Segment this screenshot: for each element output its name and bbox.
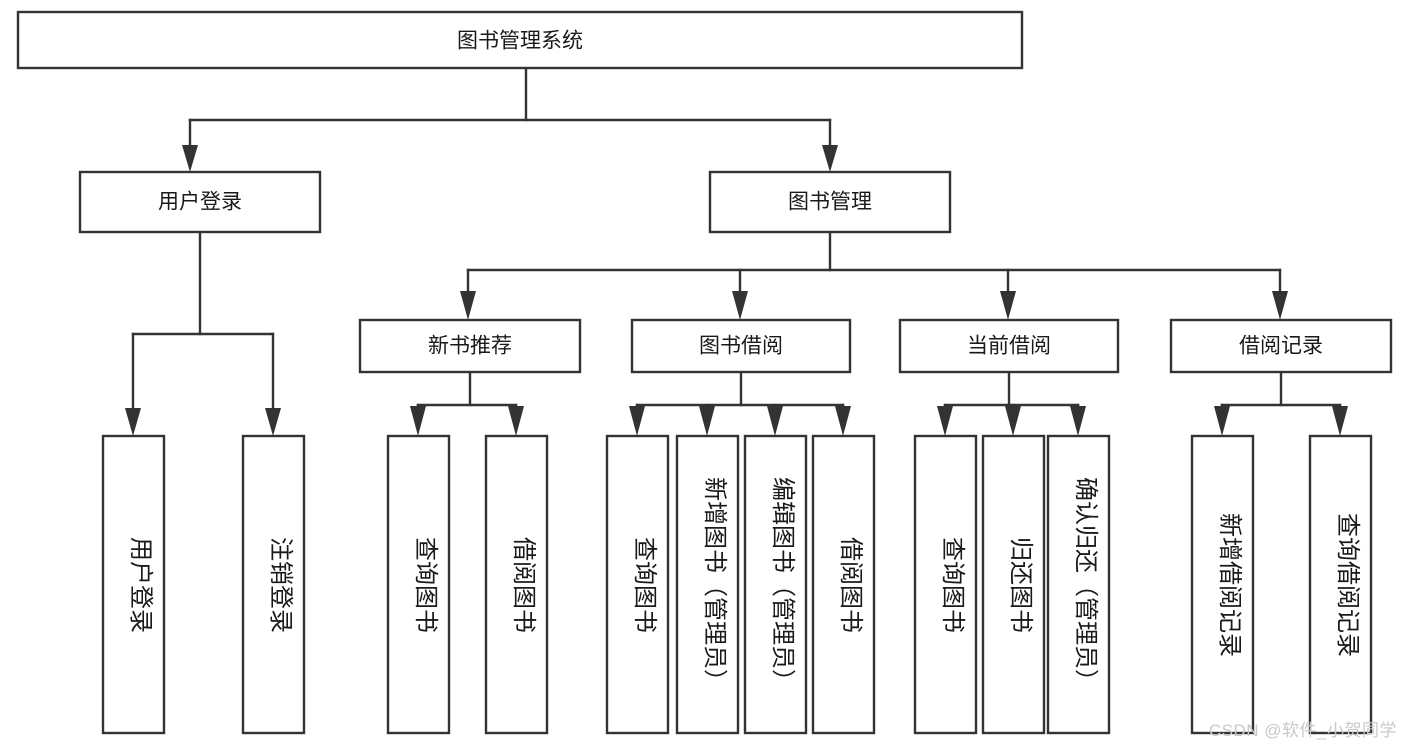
leaf-record-query-label: 查询借阅记录: [1334, 513, 1361, 657]
node-user-login-label: 用户登录: [158, 191, 242, 214]
leaf-node[interactable]: 确认归还（管理员）: [1046, 434, 1111, 735]
node-borrow-record[interactable]: 借阅记录: [1169, 318, 1393, 374]
arrow-current-borrow-l3: [1070, 406, 1086, 436]
leaf-book-borrow-action-label: 借阅图书: [837, 537, 864, 633]
csdn-watermark: CSDN @软件_小贺同学: [1208, 721, 1397, 740]
arrow-borrow-record-l1: [1214, 406, 1230, 436]
leaf-book-borrow-action-box[interactable]: [811, 434, 876, 735]
leaf-book-add-label: 新增图书（管理员）: [701, 477, 728, 693]
arrow-book-borrow-l3: [767, 406, 783, 436]
node-borrow-record-label: 借阅记录: [1239, 335, 1323, 358]
node-book-borrow-box[interactable]: [630, 318, 852, 374]
node-root-box[interactable]: [16, 10, 1024, 70]
leaf-current-return-label: 归还图书: [1007, 537, 1034, 633]
node-new-book-recommend-box[interactable]: [358, 318, 582, 374]
leaf-node[interactable]: 查询图书: [913, 434, 978, 735]
leaf-user-login-box[interactable]: [101, 434, 166, 735]
connector-group-current-borrow: [937, 370, 1086, 436]
leaf-node[interactable]: 新增图书（管理员）: [675, 434, 740, 735]
leaf-node[interactable]: 查询图书: [386, 434, 451, 735]
leaf-record-add-box[interactable]: [1190, 434, 1255, 735]
node-current-borrow[interactable]: 当前借阅: [898, 318, 1120, 374]
node-borrow-record-box[interactable]: [1169, 318, 1393, 374]
leaf-book-edit-box[interactable]: [743, 434, 808, 735]
node-root[interactable]: 图书管理系统: [16, 10, 1024, 70]
node-book-management[interactable]: 图书管理: [708, 170, 952, 234]
leaf-node[interactable]: 借阅图书: [484, 434, 549, 735]
leaf-current-query-box[interactable]: [913, 434, 978, 735]
leaf-book-add-box[interactable]: [675, 434, 740, 735]
leaf-book-edit-label: 编辑图书（管理员）: [769, 477, 796, 693]
connector-group-new-book: [410, 370, 524, 436]
leaf-node[interactable]: 查询借阅记录: [1308, 434, 1373, 735]
node-new-book-recommend[interactable]: 新书推荐: [358, 318, 582, 374]
node-current-borrow-label: 当前借阅: [967, 335, 1051, 358]
leaf-record-add-label: 新增借阅记录: [1216, 513, 1243, 657]
arrow-new-book-l2: [508, 406, 524, 436]
node-book-management-box[interactable]: [708, 170, 952, 234]
leaf-node[interactable]: 用户登录: [101, 434, 166, 735]
arrow-current-borrow-l1: [937, 406, 953, 436]
leaf-new-book-query-box[interactable]: [386, 434, 451, 735]
arrow-current-borrow-l2: [1005, 406, 1021, 436]
leaf-node[interactable]: 编辑图书（管理员）: [743, 434, 808, 735]
connector-group-borrow-record: [1214, 370, 1348, 436]
leaf-logout-label: 注销登录: [267, 537, 294, 633]
arrow-book-mgmt-c4: [1272, 291, 1288, 320]
leaf-new-book-borrow-label: 借阅图书: [510, 537, 537, 633]
leaf-new-book-query-label: 查询图书: [412, 537, 439, 633]
leaf-logout-box[interactable]: [241, 434, 306, 735]
connector-group-book-borrow: [629, 370, 851, 436]
node-book-borrow[interactable]: 图书借阅: [630, 318, 852, 374]
arrow-user-login-leaf2: [265, 408, 281, 436]
leaf-node[interactable]: 新增借阅记录: [1190, 434, 1255, 735]
arrow-borrow-record-l2: [1332, 406, 1348, 436]
connector-group-root: [182, 66, 838, 172]
leaf-current-query-label: 查询图书: [939, 537, 966, 633]
node-user-login[interactable]: 用户登录: [78, 170, 322, 234]
node-book-borrow-label: 图书借阅: [699, 335, 783, 358]
node-current-borrow-box[interactable]: [898, 318, 1120, 374]
arrow-book-borrow-l4: [835, 406, 851, 436]
node-new-book-recommend-label: 新书推荐: [428, 335, 512, 358]
arrow-new-book-l1: [410, 406, 426, 436]
leaf-node[interactable]: 借阅图书: [811, 434, 876, 735]
leaf-record-query-box[interactable]: [1308, 434, 1373, 735]
arrow-root-to-user-login: [182, 145, 198, 172]
connector-group-book-mgmt: [460, 230, 1288, 320]
leaf-current-return-box[interactable]: [981, 434, 1046, 735]
leaf-new-book-borrow-box[interactable]: [484, 434, 549, 735]
arrow-root-to-book-mgmt: [822, 145, 838, 172]
arrow-book-mgmt-c3: [1000, 291, 1016, 320]
leaf-current-confirm-label: 确认归还（管理员）: [1072, 477, 1099, 693]
leaf-node[interactable]: 注销登录: [241, 434, 306, 735]
arrow-book-mgmt-c1: [460, 291, 476, 320]
leaf-book-borrow-query-box[interactable]: [605, 434, 670, 735]
connector-group-user-login: [125, 230, 281, 436]
arrow-book-mgmt-c2: [732, 291, 748, 320]
leaf-node[interactable]: 查询图书: [605, 434, 670, 735]
leaf-node[interactable]: 归还图书: [981, 434, 1046, 735]
leaf-book-borrow-query-label: 查询图书: [631, 537, 658, 633]
arrow-user-login-leaf1: [125, 408, 141, 436]
arrow-book-borrow-l1: [629, 406, 645, 436]
node-root-label: 图书管理系统: [457, 30, 583, 53]
leaf-current-confirm-box[interactable]: [1046, 434, 1111, 735]
node-user-login-box[interactable]: [78, 170, 322, 234]
node-book-management-label: 图书管理: [788, 191, 872, 214]
arrow-book-borrow-l2: [699, 406, 715, 436]
leaf-user-login-label: 用户登录: [127, 537, 154, 633]
